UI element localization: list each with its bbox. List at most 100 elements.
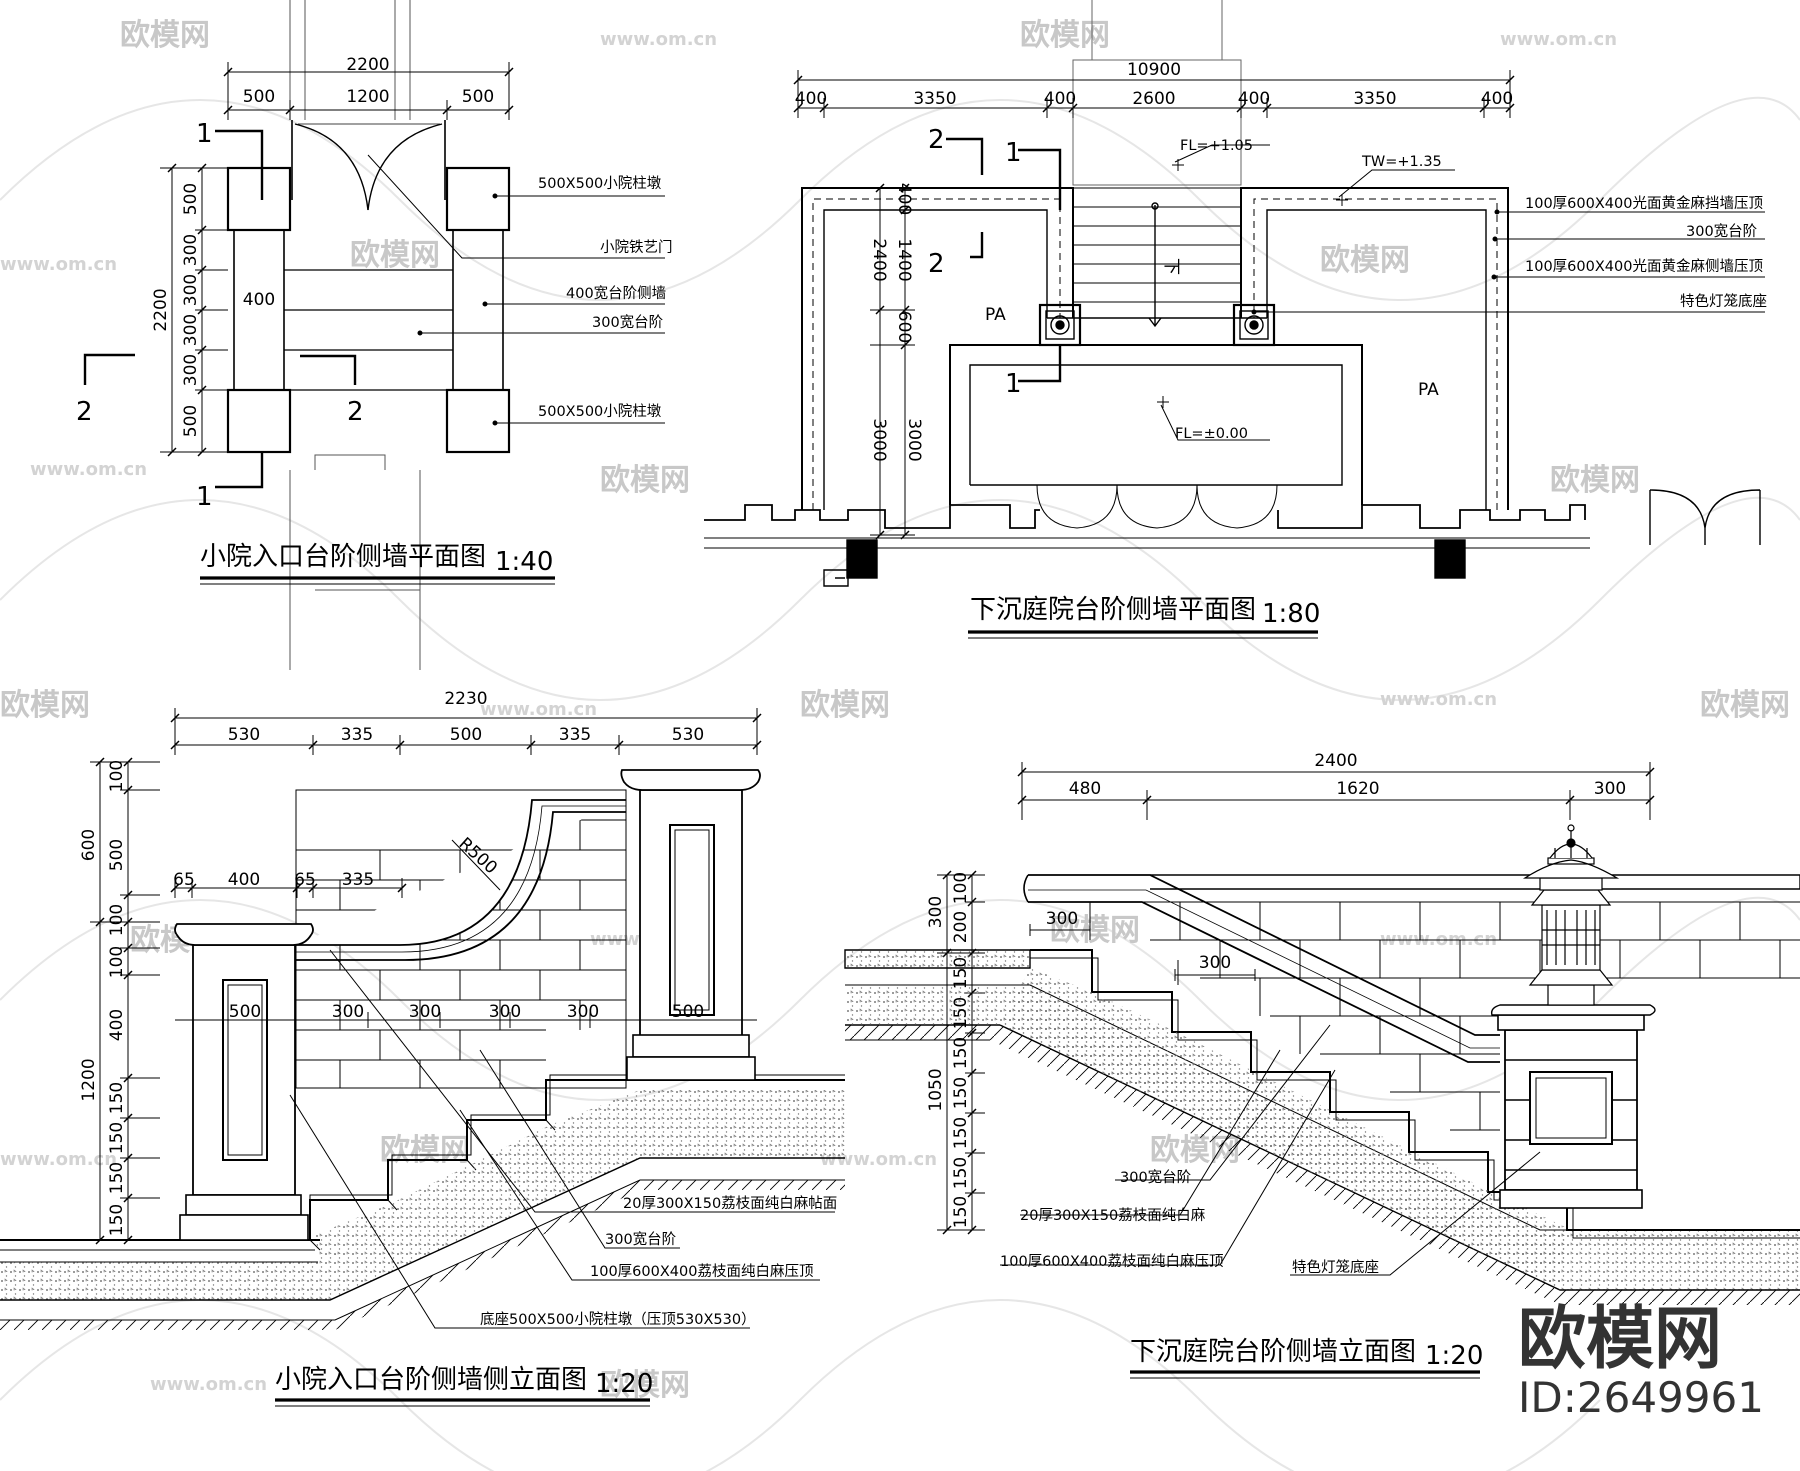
drawing-title: 下沉庭院台阶侧墙平面图 <box>970 595 1256 625</box>
dim-text: 100 <box>107 946 127 978</box>
dim-text: 300 <box>181 314 201 346</box>
dim-text: 3350 <box>1353 89 1396 109</box>
plan-small-texts: 2200 500 1200 500 2200 500 300 300 300 3… <box>76 55 673 577</box>
dim-text: 200 <box>951 911 971 943</box>
dim-text: 300 <box>181 274 201 306</box>
elev-sunken-drawing <box>844 762 1800 1379</box>
label-text: 20厚300X150荔枝面纯白麻 <box>1020 1207 1206 1224</box>
dim-text: 500 <box>450 725 482 745</box>
dim-text: 335 <box>341 725 373 745</box>
area-label: PA <box>985 305 1006 325</box>
label-text: 20厚300X150荔枝面纯白麻帖面 <box>623 1195 837 1212</box>
dim-text: 1620 <box>1336 779 1379 799</box>
watermark-brand-text: 欧模网 <box>380 1133 470 1168</box>
dim-text: 530 <box>672 725 704 745</box>
drawing-scale: 1:20 <box>1425 1341 1483 1371</box>
dim-text: 2400 <box>1314 751 1357 771</box>
label-text: 300宽台阶 <box>1120 1169 1192 1186</box>
dim-text: 400 <box>107 1009 127 1041</box>
watermark-url-text: www.om.cn <box>600 29 717 50</box>
drawing-title: 下沉庭院台阶侧墙立面图 <box>1130 1337 1416 1367</box>
dim-text: 400 <box>243 290 275 310</box>
plan-small-drawing <box>83 0 665 670</box>
dim-text: 150 <box>107 1122 127 1154</box>
label-text: 300宽台阶 <box>1686 223 1758 240</box>
drawing-title: 小院入口台阶侧墙侧立面图 <box>275 1365 587 1395</box>
dim-text: 150 <box>951 997 971 1029</box>
watermark-brand-text: 欧模网 <box>800 688 890 723</box>
arrow-text: 下 <box>1161 258 1181 275</box>
dim-text: 150 <box>107 1082 127 1114</box>
label-text: 小院铁艺门 <box>600 239 673 256</box>
level-text: FL=+1.05 <box>1180 138 1253 154</box>
elev-small-texts: 2230 530 335 500 335 530 65 400 65 335 R… <box>79 689 837 1399</box>
label-text: 300宽台阶 <box>592 314 664 331</box>
dim-text: 300 <box>1594 779 1626 799</box>
watermark-brand-text: 欧模网 <box>1550 463 1640 498</box>
watermark-url-text: www.om.cn <box>150 1374 267 1395</box>
dim-text: 300 <box>181 234 201 266</box>
label-text: 400宽台阶侧墙 <box>566 285 666 302</box>
dim-text: 2600 <box>1132 89 1175 109</box>
plan-sunken-drawing <box>704 0 1765 639</box>
dim-text: 2230 <box>444 689 487 709</box>
watermark-url-text: www.om.cn <box>30 459 147 480</box>
section-mark: 2 <box>928 249 945 279</box>
dim-text: 400 <box>1238 89 1270 109</box>
dim-text: 300 <box>1199 953 1231 973</box>
dim-text: 500 <box>181 405 201 437</box>
drawing-scale: 1:80 <box>1262 599 1320 629</box>
dim-text: 300 <box>332 1002 364 1022</box>
level-text: TW=+1.35 <box>1361 154 1442 170</box>
watermark-url-text: www.om.cn <box>0 254 117 275</box>
watermark-brand-text: 欧模网 <box>600 1368 690 1403</box>
watermark-brand-text: 欧模网 <box>1020 18 1110 53</box>
dim-text: 400 <box>795 89 827 109</box>
brand-id-text: ID:2649961 <box>1518 1373 1764 1422</box>
dim-text: 150 <box>951 1037 971 1069</box>
dim-text: 1200 <box>346 87 389 107</box>
dim-text: 500 <box>181 183 201 215</box>
dim-text: 335 <box>342 870 374 890</box>
section-mark: 2 <box>928 125 945 155</box>
dim-text: 3350 <box>913 89 956 109</box>
dim-text: 500 <box>243 87 275 107</box>
level-text: FL=±0.00 <box>1175 426 1248 442</box>
dim-text: 100 <box>107 760 127 792</box>
brand-logo-text: 欧模网 <box>1518 1300 1722 1379</box>
label-text: 100厚600X400荔枝面纯白麻压顶 <box>590 1263 813 1280</box>
label-text: 300宽台阶 <box>605 1231 677 1248</box>
section-mark: 1 <box>196 482 213 512</box>
section-mark: 1 <box>196 119 213 149</box>
watermark-brand-text: 欧模网 <box>0 688 90 723</box>
dim-text: 300 <box>926 896 946 928</box>
watermark-brand-text: 欧模网 <box>120 18 210 53</box>
dim-text: 530 <box>228 725 260 745</box>
dim-text: 150 <box>951 1157 971 1189</box>
dim-text: 500 <box>462 87 494 107</box>
dim-text: 3000 <box>904 418 924 461</box>
label-text: 100厚600X400光面黄金麻挡墙压顶 <box>1525 195 1763 212</box>
dim-text: 150 <box>951 957 971 989</box>
label-text: 100厚600X400荔枝面纯白麻压顶 <box>1000 1253 1223 1270</box>
dim-text: 100 <box>951 872 971 904</box>
dim-text: 2400 <box>869 238 889 281</box>
label-text: 特色灯笼底座 <box>1292 1259 1379 1276</box>
dim-text: 10900 <box>1127 60 1181 80</box>
dim-text: 500 <box>672 1002 704 1022</box>
dim-text: 300 <box>409 1002 441 1022</box>
watermark-brand-text: 欧模网 <box>1320 243 1410 278</box>
dim-text: 65 <box>173 870 195 890</box>
watermark-brand-text: 欧模网 <box>600 463 690 498</box>
dim-text: 150 <box>951 1077 971 1109</box>
watermark-brand-text: 欧模网 <box>1700 688 1790 723</box>
label-text: 100厚600X400光面黄金麻侧墙压顶 <box>1525 258 1763 275</box>
dim-text: 150 <box>107 1162 127 1194</box>
dim-text: 400 <box>228 870 260 890</box>
dim-text: 400 <box>894 183 914 215</box>
dim-text: 500 <box>107 839 127 871</box>
dim-text: 1400 <box>894 238 914 281</box>
elev-sunken-texts: 2400 480 1620 300 300 1050 100 200 150 1… <box>926 751 1626 1371</box>
